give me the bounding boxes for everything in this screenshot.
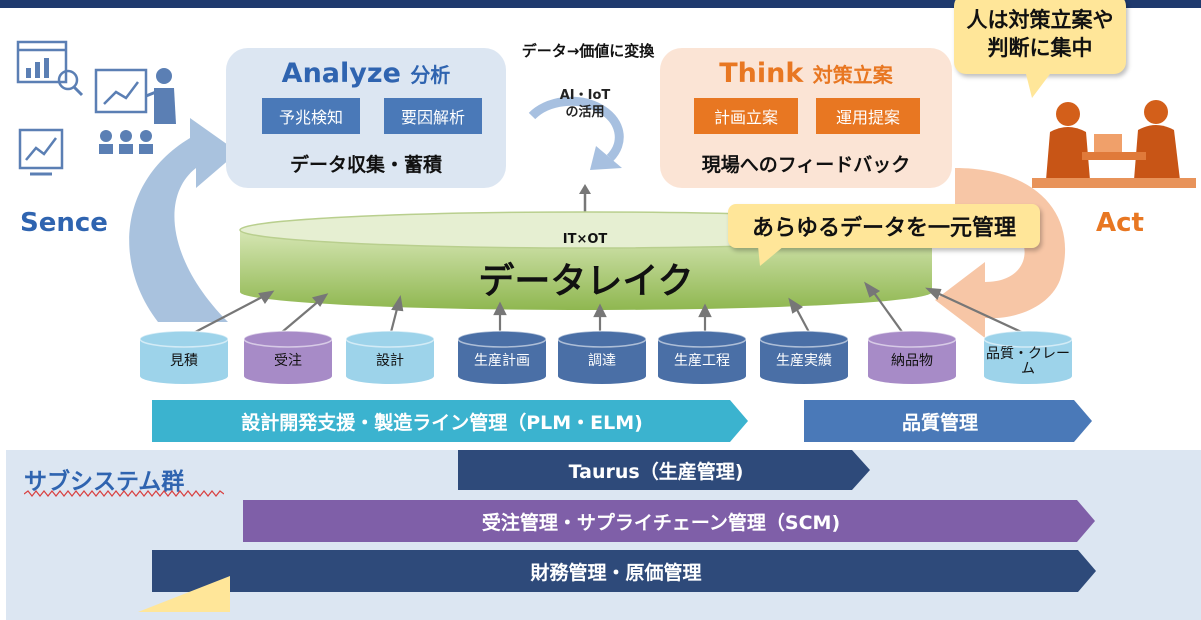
ai-iot-line1: AI・IoT [559, 88, 611, 103]
ai-iot-line2: の活用 [565, 104, 605, 120]
think-title-en: Think [719, 58, 804, 89]
think-title-ja: 対策立案 [812, 63, 893, 87]
taurus-banner-label: Taurus（生産管理) [568, 460, 744, 483]
sense-flow-arrow [129, 118, 238, 322]
analyze-tag-prediction: 予兆検知 [262, 98, 360, 134]
bottom-callout-corner [138, 576, 230, 612]
presenter-icon [94, 68, 176, 124]
analyze-tag-factor: 要因解析 [384, 98, 482, 134]
analyze-subtitle: データ収集・蓄積 [289, 154, 442, 176]
database-cylinder: 受注 [242, 330, 334, 386]
human-focus-line1: 人は対策立案や [966, 7, 1114, 32]
database-cylinder: 生産計画 [456, 330, 548, 386]
database-cylinder: 品質・クレーム [982, 330, 1074, 386]
ai-cycle-arrow [528, 96, 624, 162]
database-label: 納品物 [891, 353, 933, 369]
value-conversion-heading: データ→価値に変換 [521, 42, 655, 60]
unified-management-callout: あらゆるデータを一元管理 [728, 204, 1040, 248]
bar-chart-magnifier-icon [16, 40, 84, 97]
top-bar [0, 0, 1201, 8]
callout-tail [1026, 74, 1050, 98]
database-cylinder: 納品物 [866, 330, 958, 386]
human-focus-callout: 人は対策立案や 判断に集中 [954, 0, 1126, 74]
quality-banner-label: 品質管理 [901, 411, 978, 434]
database-label: 生産実績 [776, 353, 832, 369]
database-label: 品質・クレーム [986, 346, 1070, 377]
line-chart-monitor-icon [18, 128, 64, 176]
think-title: Think 対策立案 [660, 58, 952, 89]
quality-banner-shape [804, 400, 1092, 442]
database-label: 見積 [170, 353, 198, 369]
database-cylinder: 見積 [138, 330, 230, 386]
scm-banner-shape [243, 500, 1095, 542]
ai-iot-label: AI・IoT の活用 [535, 88, 635, 122]
database-cylinder: 生産実績 [758, 330, 850, 386]
think-tag-proposal: 運用提案 [816, 98, 920, 134]
finance-banner-label: 財務管理・原価管理 [530, 561, 702, 584]
itot-label: IT×OT [562, 232, 608, 247]
scm-banner-label: 受注管理・サプライチェーン管理（SCM) [481, 511, 841, 534]
act-label: Act [1096, 208, 1144, 238]
analyze-title-ja: 分析 [410, 63, 451, 87]
human-focus-line2: 判断に集中 [987, 36, 1093, 60]
database-cylinder: 生産工程 [656, 330, 748, 386]
subsystem-underline [24, 490, 224, 497]
callout-pointer [758, 246, 784, 266]
plm-banner-label: 設計開発支援・製造ライン管理（PLM・ELM) [241, 411, 643, 434]
taurus-banner-shape [458, 450, 870, 490]
analyze-title-en: Analyze [281, 58, 401, 89]
think-tag-plan: 計画立案 [694, 98, 798, 134]
database-cylinder: 設計 [344, 330, 436, 386]
database-label: 受注 [274, 353, 302, 369]
meeting-people-icon [1032, 100, 1196, 188]
database-label: 調達 [588, 353, 616, 369]
database-label: 生産工程 [674, 353, 730, 369]
think-subtitle: 現場へのフィードバック [701, 154, 911, 176]
analyze-title: Analyze 分析 [226, 58, 506, 89]
plm-banner-shape [152, 400, 748, 442]
data-lake-label: データレイク [478, 261, 694, 302]
sense-label: Sence [20, 208, 108, 238]
audience-icon [99, 130, 153, 154]
database-cylinder: 調達 [556, 330, 648, 386]
database-label: 生産計画 [474, 353, 530, 369]
finance-banner-shape [152, 550, 1096, 592]
database-label: 設計 [376, 353, 404, 369]
subsystem-label: サブシステム群 [24, 469, 185, 495]
analytics-icons [16, 40, 176, 176]
